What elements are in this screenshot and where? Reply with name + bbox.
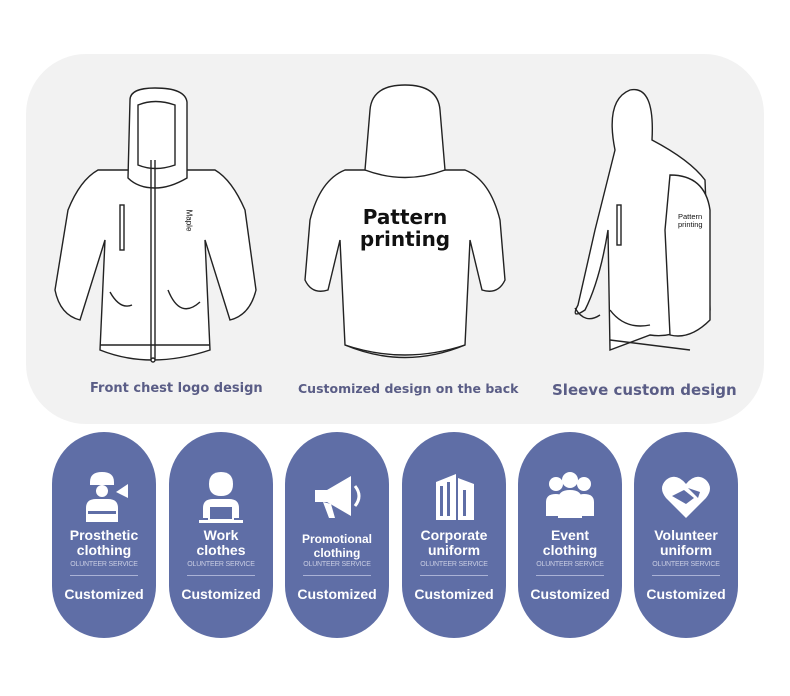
category-pill-volunteer[interactable]: Volunteer uniform OLUNTEER SERVICE Custo…: [634, 432, 738, 638]
category-sub: OLUNTEER SERVICE: [652, 561, 720, 568]
category-pill-event[interactable]: Event clothing OLUNTEER SERVICE Customiz…: [518, 432, 622, 638]
sleeve-print-line2: printing: [678, 220, 703, 229]
back-jacket-illustration: Pattern printing: [300, 80, 510, 370]
category-title: Prosthetic clothing: [69, 527, 139, 558]
back-print-text: Pattern printing: [340, 206, 470, 250]
group-icon: [518, 468, 622, 524]
front-chest-logo-text: Maple: [184, 209, 194, 232]
category-title: Event clothing: [542, 527, 598, 558]
building-icon: [402, 468, 506, 524]
category-title: Volunteer uniform: [654, 527, 718, 558]
sleeve-print-line1: Pattern: [678, 212, 703, 221]
divider: [187, 575, 255, 576]
worker-icon: [52, 468, 156, 524]
category-title: Work clothes: [196, 527, 246, 558]
customized-label: Customized: [414, 586, 494, 602]
customized-label: Customized: [646, 586, 726, 602]
divider: [536, 575, 604, 576]
category-pill-work[interactable]: Work clothes OLUNTEER SERVICE Customized: [169, 432, 273, 638]
megaphone-icon: [285, 468, 389, 524]
front-caption: Front chest logo design: [90, 381, 263, 396]
category-pill-corporate[interactable]: Corporate uniform OLUNTEER SERVICE Custo…: [402, 432, 506, 638]
customized-label: Customized: [530, 586, 610, 602]
front-jacket-illustration: Maple: [50, 80, 262, 370]
heart-hands-icon: [634, 468, 738, 524]
customized-label: Customized: [297, 586, 377, 602]
category-pill-promotional[interactable]: Promotional clothing OLUNTEER SERVICE Cu…: [285, 432, 389, 638]
category-sub: OLUNTEER SERVICE: [420, 561, 488, 568]
side-caption: Sleeve custom design: [552, 381, 737, 399]
category-sub: OLUNTEER SERVICE: [303, 561, 371, 568]
category-pill-prosthetic[interactable]: Prosthetic clothing OLUNTEER SERVICE Cus…: [52, 432, 156, 638]
category-sub: OLUNTEER SERVICE: [70, 561, 138, 568]
divider: [70, 575, 138, 576]
category-sub: OLUNTEER SERVICE: [536, 561, 604, 568]
divider: [303, 575, 371, 576]
customized-label: Customized: [64, 586, 144, 602]
category-title: Promotional clothing: [301, 532, 372, 560]
back-caption: Customized design on the back: [298, 381, 519, 396]
back-print-line2: printing: [359, 227, 451, 251]
category-title: Corporate uniform: [420, 527, 488, 558]
back-print-line1: Pattern: [362, 205, 448, 229]
sleeve-print-text: Pattern printing: [678, 213, 703, 229]
office-worker-icon: [169, 468, 273, 524]
side-jacket-illustration: Pattern printing: [570, 80, 720, 370]
category-sub: OLUNTEER SERVICE: [187, 561, 255, 568]
customized-label: Customized: [181, 586, 261, 602]
divider: [652, 575, 720, 576]
divider: [420, 575, 488, 576]
